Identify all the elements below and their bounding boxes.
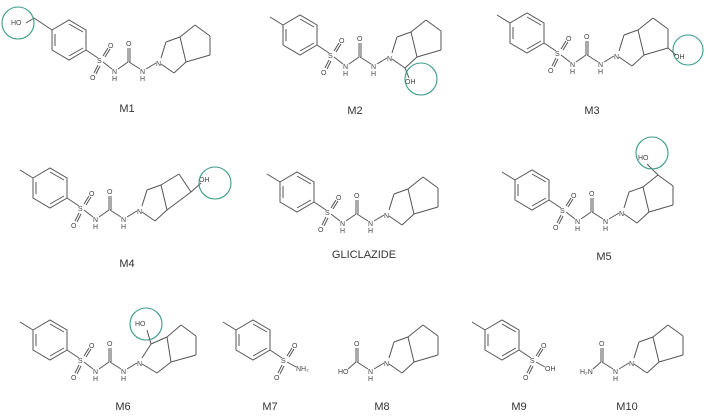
svg-text:OH: OH: [545, 366, 556, 373]
svg-text:O: O: [292, 343, 298, 350]
structure-m8: HO O N H: [338, 324, 439, 383]
svg-text:HO: HO: [638, 155, 649, 162]
structure-m10: H₂N O N H: [580, 324, 684, 383]
svg-text:N: N: [387, 56, 392, 63]
svg-text:O: O: [541, 343, 547, 350]
svg-text:N: N: [137, 209, 142, 216]
label-m2: M2: [347, 105, 363, 117]
label-m4: M4: [119, 258, 135, 270]
structure-gliclazide: [266, 171, 439, 236]
svg-text:HO: HO: [11, 20, 22, 27]
label-m3: M3: [584, 105, 600, 117]
structure-m5: HO: [501, 155, 674, 234]
highlight-circle-m6: [129, 307, 163, 341]
svg-text:H: H: [613, 376, 618, 383]
svg-text:S: S: [530, 358, 535, 365]
structure-m2: N OH: [269, 14, 442, 86]
svg-text:OH: OH: [674, 54, 685, 61]
svg-text:HO: HO: [338, 369, 349, 376]
label-m8: M8: [374, 401, 390, 413]
svg-text:O: O: [599, 341, 605, 348]
label-gliclazide: GLICLAZIDE: [331, 249, 397, 261]
svg-text:H₂N: H₂N: [580, 369, 593, 376]
highlight-circle-m3: [672, 34, 704, 66]
highlight-circle-m4: [198, 166, 232, 200]
highlight-circle-m2: [404, 62, 438, 96]
structure-m7: S O O NH₂: [222, 319, 309, 382]
structure-m1: HO: [11, 17, 211, 84]
svg-text:OH: OH: [199, 177, 210, 184]
svg-text:N: N: [368, 369, 373, 376]
svg-text:O: O: [354, 341, 360, 348]
svg-text:O: O: [523, 375, 529, 382]
svg-text:NH₂: NH₂: [296, 366, 309, 373]
structure-m6: N HO: [19, 319, 197, 384]
highlight-circle-m5: [635, 136, 669, 170]
label-m6: M6: [115, 401, 131, 413]
svg-text:OH: OH: [405, 79, 416, 86]
label-m9: M9: [511, 401, 527, 413]
label-m5: M5: [596, 251, 612, 263]
structure-m4: N OH: [19, 167, 210, 232]
highlight-circle-m1: [1, 6, 35, 40]
svg-text:HO: HO: [135, 321, 146, 328]
structure-m9: S O O OH: [471, 319, 556, 382]
structure-m3: OH: [496, 12, 685, 77]
label-m1: M1: [119, 103, 135, 115]
svg-text:H: H: [368, 376, 373, 383]
label-m10: M10: [616, 401, 638, 413]
svg-text:S: S: [281, 358, 286, 365]
label-m7: M7: [262, 401, 278, 413]
svg-text:N: N: [613, 369, 618, 376]
svg-text:N: N: [137, 361, 142, 368]
svg-text:O: O: [274, 375, 280, 382]
